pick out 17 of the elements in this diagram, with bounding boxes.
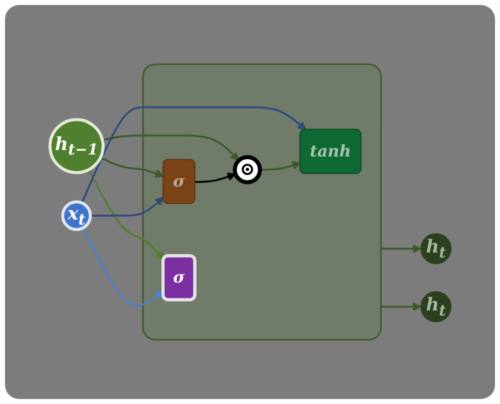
node-circle <box>420 291 451 322</box>
arrow <box>380 244 421 254</box>
cluster <box>142 64 382 340</box>
node-circle <box>48 118 104 174</box>
arrow <box>90 196 164 217</box>
arrow <box>87 169 164 260</box>
arrow <box>102 134 239 162</box>
arrow <box>100 156 164 178</box>
node-circle <box>60 200 92 232</box>
node-circle <box>232 155 262 184</box>
arrow <box>259 161 300 171</box>
arrow <box>380 302 421 312</box>
arrow <box>82 228 164 306</box>
node-circle <box>420 233 451 264</box>
arrow <box>80 106 306 204</box>
arrow <box>194 172 236 183</box>
card-background: h$_{t−1}$ tanh σ ⊙ x$_{t}$ h$_{t}$ σ h$_{t}$ <box>5 5 495 399</box>
